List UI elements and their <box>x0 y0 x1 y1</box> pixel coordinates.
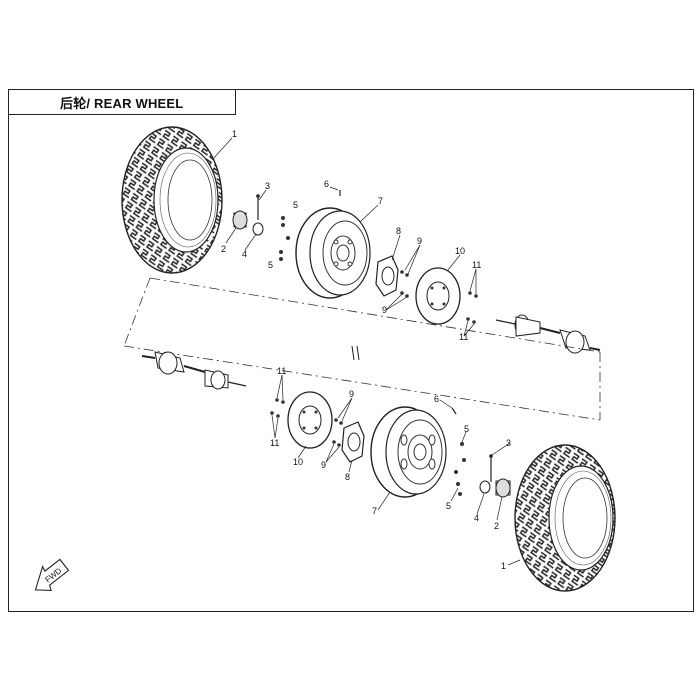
callout-upper-9a: 9 <box>417 236 422 246</box>
lower-wheel-assembly <box>141 351 616 592</box>
callout-upper-3: 3 <box>265 181 270 191</box>
lower-hub-flange <box>332 418 365 463</box>
upper-hub-flange <box>375 255 409 298</box>
diagram-title: 后轮/ REAR WHEEL <box>60 96 184 111</box>
lower-bolts <box>270 398 285 418</box>
callout-lower-10: 10 <box>293 457 303 467</box>
upper-tire <box>121 126 223 274</box>
callout-upper-5b: 5 <box>268 260 273 270</box>
callout-upper-7: 7 <box>378 196 383 206</box>
callout-lower-11a: 11 <box>277 366 286 376</box>
fwd-arrow-icon: FWD <box>34 558 70 591</box>
callout-labels: 1 2 3 4 5 5 6 7 8 9 9 10 11 11 1 2 3 4 5… <box>221 129 511 571</box>
callout-lower-3: 3 <box>506 438 511 448</box>
lower-rim <box>370 406 457 498</box>
callout-lower-5a: 5 <box>464 424 469 434</box>
callout-upper-9b: 9 <box>382 305 387 315</box>
callout-upper-5a: 5 <box>293 200 298 210</box>
callout-upper-11b: 11 <box>459 332 468 342</box>
title-box <box>8 89 236 115</box>
callout-upper-6: 6 <box>324 179 329 189</box>
upper-rim <box>295 190 371 299</box>
callout-lower-6: 6 <box>434 394 439 404</box>
upper-hub-nut <box>232 194 264 236</box>
lower-drive-shaft <box>141 351 247 390</box>
upper-studs <box>279 216 290 261</box>
callout-upper-11a: 11 <box>472 260 481 270</box>
upper-drive-shaft <box>495 314 601 354</box>
callout-lower-5b: 5 <box>446 501 451 511</box>
callout-lower-9a: 9 <box>349 389 354 399</box>
diagram-frame <box>8 89 694 612</box>
lower-brake-disc <box>287 391 333 449</box>
callout-upper-1: 1 <box>232 129 237 139</box>
callout-lower-9b: 9 <box>321 460 326 470</box>
callout-lower-4: 4 <box>474 513 479 523</box>
upper-brake-disc <box>415 267 461 325</box>
upper-wheel-assembly <box>121 126 601 354</box>
lower-tire <box>514 444 616 592</box>
lower-hub-nut <box>479 454 511 498</box>
callout-lower-11b: 11 <box>270 438 279 448</box>
axis-lines <box>123 277 601 421</box>
leader-lines <box>211 137 521 566</box>
callout-lower-7: 7 <box>372 506 377 516</box>
callout-upper-10: 10 <box>455 246 465 256</box>
callout-upper-2: 2 <box>221 244 226 254</box>
callout-lower-2: 2 <box>494 521 499 531</box>
callout-upper-4: 4 <box>242 249 247 259</box>
lower-studs <box>454 442 466 496</box>
callout-lower-8: 8 <box>345 472 350 482</box>
upper-bolts <box>466 291 478 324</box>
callout-upper-8: 8 <box>396 226 401 236</box>
callout-lower-1: 1 <box>501 561 506 571</box>
